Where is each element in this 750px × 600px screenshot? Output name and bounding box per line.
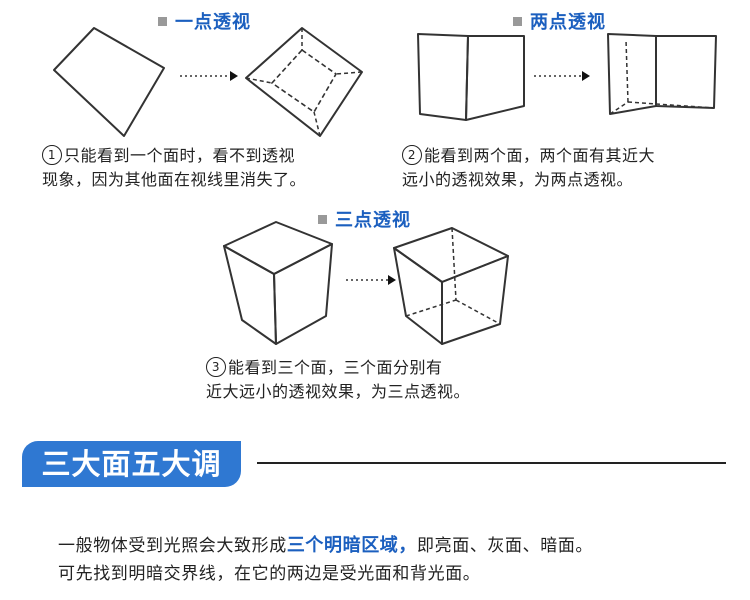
square-bullet-icon <box>513 16 522 26</box>
inner-square-shape <box>270 48 338 114</box>
heading-one-point-label: 一点透视 <box>175 12 251 33</box>
circled-number: 2 <box>402 145 422 165</box>
cube-left-side-face <box>273 243 333 345</box>
circled-number: 1 <box>42 145 62 165</box>
heading-three-point: 三点透视 <box>318 206 411 232</box>
square-bullet-icon <box>158 16 167 26</box>
three-point-sketch <box>223 221 509 345</box>
heading-two-point-label: 两点透视 <box>530 12 606 33</box>
section-title: 三大面五大调 <box>22 441 241 487</box>
caption-three-point-line2: 近大远小的透视效果，为三点透视。 <box>206 382 471 401</box>
box-right-side-face <box>655 35 717 109</box>
cube-left-front-face <box>223 245 277 345</box>
two-point-sketch <box>417 33 717 121</box>
circled-number: 3 <box>206 357 226 377</box>
paragraph-line1: 一般物体受到光照会大致形成三个明暗区域，即亮面、灰面、暗面。 <box>58 534 593 558</box>
paragraph-line1-post: 即亮面、灰面、暗面。 <box>417 536 594 556</box>
paragraph-line1-pre: 一般物体受到光照会大致形成 <box>58 536 287 556</box>
section-divider <box>257 462 726 464</box>
cube-right-front-face <box>393 247 443 345</box>
arrow-right-icon <box>582 71 590 81</box>
box-left-front-face <box>417 33 469 121</box>
flat-square-shape <box>53 27 165 137</box>
one-point-sketch <box>53 27 363 137</box>
paragraph-highlight: 三个明暗区域， <box>286 535 418 556</box>
caption-two-point-line2: 远小的透视效果，为两点透视。 <box>402 170 634 189</box>
heading-three-point-label: 三点透视 <box>335 210 411 231</box>
caption-two-point-line1: 能看到两个面，两个面有其近大 <box>424 146 656 165</box>
cube-right-side-face <box>441 255 509 345</box>
square-bullet-icon <box>318 214 327 224</box>
cube-left-top-face <box>223 221 333 275</box>
arrow-right-icon <box>230 71 238 81</box>
caption-one-point-line1: 只能看到一个面时，看不到透视 <box>64 146 296 165</box>
heading-one-point: 一点透视 <box>158 8 251 34</box>
heading-two-point: 两点透视 <box>513 8 606 34</box>
cube-right-top-face <box>393 227 509 283</box>
caption-one-point-line2: 现象，因为其他面在视线里消失了。 <box>42 170 307 189</box>
paragraph-line2: 可先找到明暗交界线，在它的两边是受光面和背光面。 <box>58 564 481 584</box>
caption-three-point-line1: 能看到三个面，三个面分别有 <box>228 358 443 377</box>
arrow-right-icon <box>388 275 396 285</box>
box-left-side-face <box>465 35 525 121</box>
